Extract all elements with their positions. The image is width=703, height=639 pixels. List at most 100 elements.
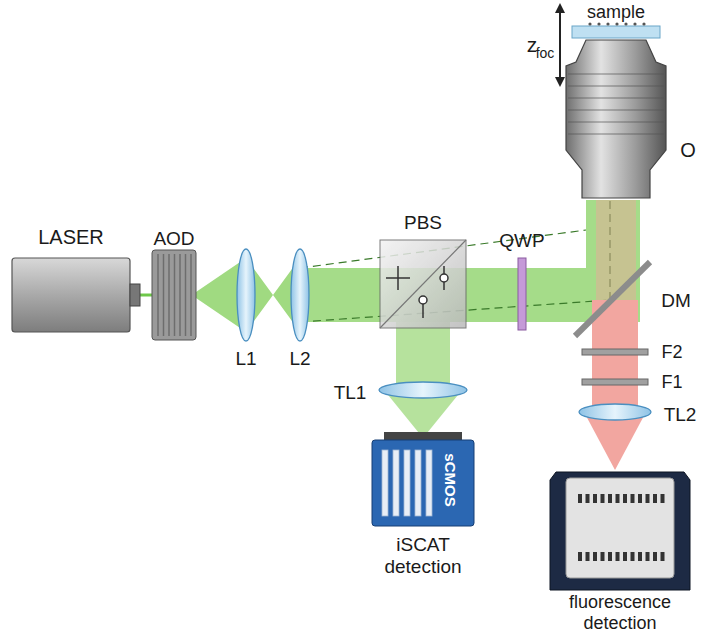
fluorescence-camera (661, 552, 665, 561)
laser-source (12, 258, 140, 332)
part-label: L1 (235, 349, 256, 368)
scmos-camera (393, 450, 399, 516)
fluorescence-camera (593, 552, 597, 561)
aod-crystal (179, 254, 181, 336)
objective (568, 85, 664, 86)
camera-node: sCMOS iSCAT detection (366, 436, 480, 586)
lenses (237, 249, 651, 420)
part-label: QWP (499, 231, 544, 250)
objective (624, 22, 627, 25)
laser-source (130, 284, 140, 306)
part-label: TL1 (334, 383, 367, 402)
part-label: TL2 (664, 405, 697, 424)
objective (568, 109, 664, 110)
pbs-cube (440, 274, 448, 282)
filters (582, 349, 648, 355)
fluorescence-camera (586, 494, 590, 503)
scmos-camera (382, 450, 388, 516)
camera-node: fluorescence detection (540, 466, 700, 638)
aod-crystal (185, 254, 187, 336)
objective (615, 22, 618, 25)
fluorescence-camera (608, 552, 612, 561)
objective (568, 97, 664, 98)
fluorescence-camera (578, 494, 582, 503)
part-label: PBS (404, 213, 442, 232)
focus-arrow (555, 77, 565, 87)
fluorescence-camera (608, 494, 612, 503)
fluorescence-camera (646, 494, 650, 503)
lenses (579, 404, 651, 420)
aod-crystal (157, 254, 159, 336)
objective (568, 74, 664, 134)
scmos-camera (426, 450, 432, 516)
filters (582, 379, 648, 385)
pbs-cube (380, 240, 466, 328)
dichroic-mirror (575, 262, 650, 336)
fluorescence-beam (584, 412, 646, 470)
part-label: DM (661, 291, 691, 310)
scmos-camera (372, 432, 474, 526)
fluorescence-camera (661, 494, 665, 503)
focus-arrow (555, 3, 565, 87)
objective (568, 133, 664, 134)
fluorescence-camera (586, 552, 590, 561)
aod-crystal (152, 250, 196, 340)
part-label: AOD (153, 229, 194, 248)
lenses (291, 249, 309, 341)
laser-beam (396, 322, 450, 390)
camera-brand: sCMOS (442, 453, 459, 506)
objective (633, 22, 636, 25)
fluorescence-camera (550, 472, 690, 590)
pbs-cube (419, 296, 427, 304)
objective (606, 22, 609, 25)
quarter-wave-plate (518, 258, 526, 330)
fluorescence-camera (623, 494, 627, 503)
fluorescence-camera (601, 552, 605, 561)
lenses (237, 249, 255, 341)
node-label: LASER (10, 226, 132, 249)
fluorescence-camera (638, 552, 642, 561)
filters (582, 349, 648, 385)
objective (588, 22, 591, 25)
fluorescence-camera (593, 494, 597, 503)
laser-beam (132, 200, 640, 438)
fluorescence-beam (592, 300, 638, 412)
part-label: L2 (289, 349, 310, 368)
fluorescence-camera (646, 552, 650, 561)
node-label: iSCAT detection (366, 534, 480, 578)
objective (597, 22, 600, 25)
fluorescence-camera (578, 552, 582, 561)
node-label: fluorescence detection (540, 592, 700, 633)
fluorescence-beam (584, 200, 646, 470)
aod-crystal (168, 254, 170, 336)
fluorescence-camera (631, 552, 635, 561)
focus-arrow (555, 3, 565, 13)
objective (572, 26, 660, 38)
objective (568, 73, 664, 74)
aod-crystal (152, 250, 196, 340)
pbs-cube (386, 266, 448, 318)
fluorescence-camera (578, 494, 665, 561)
fluorescence-camera (566, 478, 674, 578)
objective (588, 22, 645, 25)
part-label: O (680, 140, 696, 160)
fluorescence-camera (653, 494, 657, 503)
pbs-cube (386, 277, 410, 279)
scmos-camera (382, 450, 432, 516)
aod-crystal (158, 254, 191, 336)
laser-node: LASER (10, 222, 132, 334)
scmos-camera (404, 450, 410, 516)
pbs-cube (380, 240, 466, 328)
fluorescence-camera (623, 552, 627, 561)
lenses (379, 382, 467, 398)
scmos-camera (372, 440, 474, 526)
objective (566, 22, 666, 198)
part-label: F1 (661, 373, 682, 391)
fluorescence-camera (653, 552, 657, 561)
scmos-camera (415, 450, 421, 516)
part-label: sample (587, 3, 645, 21)
laser-source (12, 258, 130, 332)
aod-crystal (163, 254, 165, 336)
fluorescence-camera (638, 494, 642, 503)
aod-crystal (190, 254, 192, 336)
